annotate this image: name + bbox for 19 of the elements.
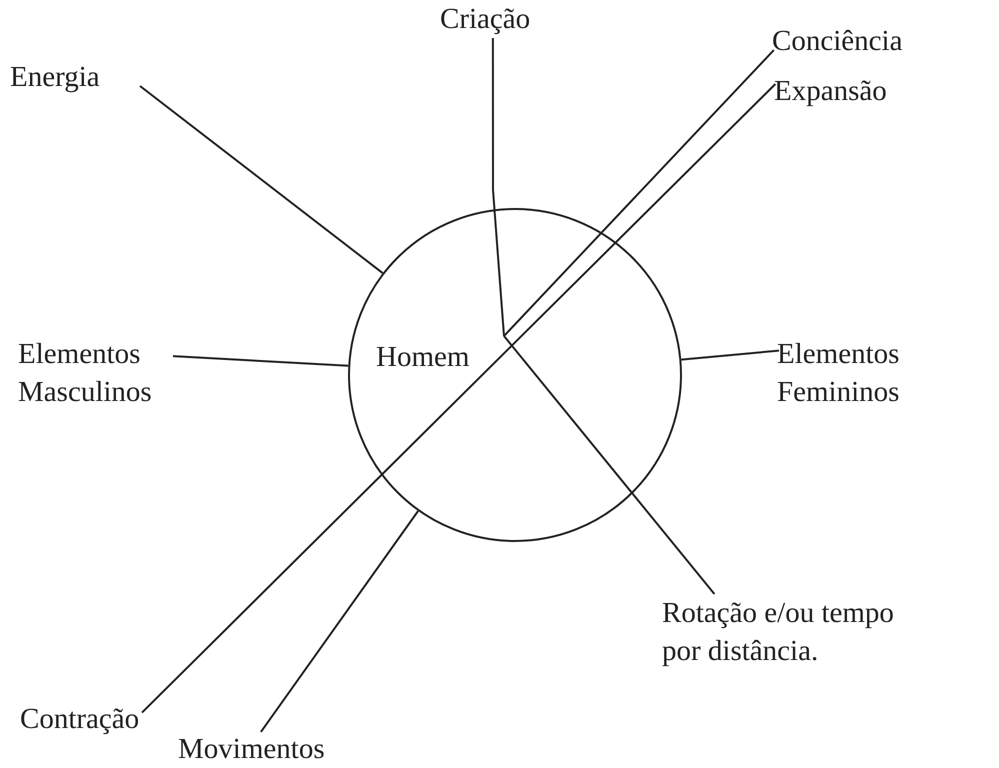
connector-line [503, 49, 775, 337]
node-label: Criação [440, 0, 555, 38]
node-label: Homem [376, 338, 506, 378]
connector-line [141, 83, 776, 714]
node-label: Elementos Masculinos [18, 335, 173, 413]
connector-line [260, 510, 419, 732]
connector-line [492, 38, 505, 336]
node-label: Expansão [774, 72, 914, 112]
node-label: Energia [10, 58, 140, 98]
node-label: Elementos Femininos [777, 335, 972, 413]
circle-outline [348, 208, 682, 542]
connector-line [172, 355, 348, 367]
node-label: Rotação e/ou tempo por distância. [662, 594, 924, 670]
node-label: Movimentos [178, 730, 326, 768]
connector-line [503, 335, 716, 595]
connector-line [139, 85, 384, 274]
node-label: Conciência [772, 22, 957, 62]
connector-line [681, 350, 780, 361]
node-label: Contração [20, 700, 142, 742]
